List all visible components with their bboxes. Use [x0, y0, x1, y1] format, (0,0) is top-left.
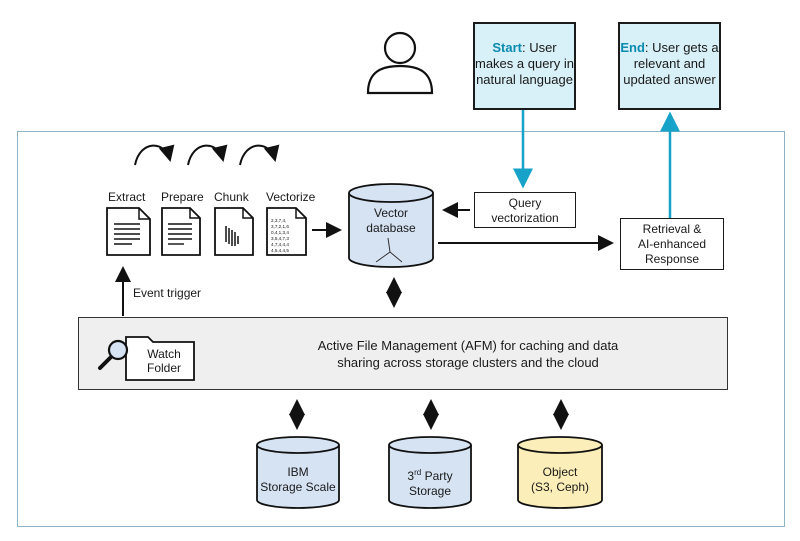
afm-line2: sharing across storage clusters and the … — [337, 355, 599, 370]
step-prepare-label: Prepare — [161, 190, 204, 204]
retrieval-line2: AI-enhanced — [637, 237, 707, 251]
object-storage-cylinder — [517, 436, 603, 509]
third-party-storage-cylinder — [388, 436, 472, 509]
start-callout: Start: User makes a query in natural lan… — [473, 22, 576, 110]
svg-text:2,3,7,4,: 2,3,7,4, — [271, 218, 286, 223]
svg-text:3,7,2,1,6: 3,7,2,1,6 — [271, 224, 289, 229]
end-callout: End: User gets a relevant and updated an… — [618, 22, 721, 110]
svg-text:4,7,4,4,4: 4,7,4,4,4 — [271, 242, 289, 247]
retrieval-box: Retrieval & AI-enhanced Response — [620, 218, 724, 270]
object-storage-line1: Object — [542, 465, 578, 479]
extract-doc-icon — [106, 207, 151, 256]
query-vectorization-line1: Query — [508, 196, 542, 210]
watch-folder-line1: Watch — [147, 347, 181, 361]
prepare-doc-icon — [161, 207, 201, 256]
vectorize-numbers: 2,3,7,4, 3,7,2,1,6 0,4,1,3,4 3,5,4,7,3 4… — [271, 218, 289, 253]
step-extract-label: Extract — [108, 190, 146, 204]
ibm-storage-label: IBM Storage Scale — [257, 465, 339, 495]
step-vectorize-label: Vectorize — [266, 190, 316, 204]
start-text: : User makes a query in natural language — [475, 40, 574, 87]
svg-text:4,5,4,4,5: 4,5,4,4,5 — [271, 248, 289, 253]
vectorize-doc-icon — [266, 207, 307, 256]
chunk-doc-icon — [214, 207, 254, 256]
retrieval-line1: Retrieval & — [642, 222, 702, 236]
svg-text:0,4,1,3,4: 0,4,1,3,4 — [271, 230, 289, 235]
user-icon — [366, 31, 434, 95]
ibm-storage-line2: Storage Scale — [260, 480, 336, 494]
svg-text:3,5,4,7,3: 3,5,4,7,3 — [271, 236, 289, 241]
ibm-storage-cylinder — [256, 436, 340, 509]
vector-database-label: Vector database — [349, 206, 433, 236]
third-party-storage-label: 3rd Party Storage — [389, 465, 471, 499]
vector-database-line1: Vector — [373, 206, 409, 220]
curve-arrow-3 — [239, 144, 280, 166]
event-trigger-label: Event trigger — [133, 286, 202, 300]
curve-arrow-2 — [187, 144, 228, 166]
afm-line1: Active File Management (AFM) for caching… — [317, 338, 619, 353]
step-chunk-label: Chunk — [214, 190, 249, 204]
start-keyword: Start — [492, 40, 522, 55]
curve-arrow-1 — [134, 144, 175, 166]
third-party-line2: Storage — [408, 484, 452, 498]
vector-database-line2: database — [366, 221, 416, 235]
end-text: : User gets a relevant and updated answe… — [623, 40, 719, 87]
ibm-storage-line1: IBM — [287, 465, 309, 479]
afm-description: Active File Management (AFM) for caching… — [248, 337, 688, 371]
third-party-line1: 3rd Party — [407, 468, 453, 483]
object-storage-label: Object (S3, Ceph) — [518, 465, 602, 495]
vector-database-cylinder — [348, 183, 434, 268]
watch-folder-line2: Folder — [146, 361, 181, 375]
end-keyword: End — [620, 40, 645, 55]
pipeline-frame — [17, 131, 785, 527]
retrieval-line3: Response — [644, 252, 700, 266]
watch-folder-label: Watch Folder — [136, 347, 192, 375]
object-storage-line2: (S3, Ceph) — [530, 480, 590, 494]
query-vectorization-box: Query vectorization — [474, 192, 576, 228]
query-vectorization-line2: vectorization — [491, 211, 559, 225]
